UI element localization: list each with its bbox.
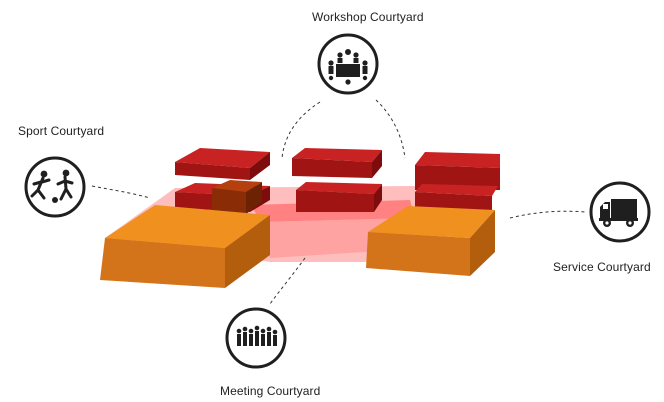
red-block-back-center	[292, 148, 382, 178]
sport-courtyard-label: Sport Courtyard	[18, 124, 105, 138]
red-block-middle-right	[415, 184, 498, 212]
meeting-courtyard-label: Meeting Courtyard	[220, 384, 321, 398]
orange-block-right	[366, 206, 495, 276]
workshop-courtyard-label: Workshop Courtyard	[312, 10, 424, 24]
crowd-icon	[225, 307, 287, 369]
meeting-table-icon	[317, 33, 379, 95]
football-players-icon	[24, 156, 86, 218]
delivery-truck-icon	[589, 181, 651, 243]
orange-block-left	[100, 205, 270, 288]
red-block-middle-center	[296, 182, 382, 212]
connector-service	[509, 210, 587, 219]
service-courtyard-label: Service Courtyard	[553, 260, 651, 274]
connector-workshop-right	[375, 99, 406, 159]
connector-workshop-left	[281, 101, 321, 159]
red-block-back-right	[415, 152, 500, 190]
red-block-small-brown	[212, 180, 262, 214]
red-block-back-left	[175, 148, 270, 180]
connector-sport	[91, 185, 151, 199]
connector-meeting	[269, 257, 306, 305]
